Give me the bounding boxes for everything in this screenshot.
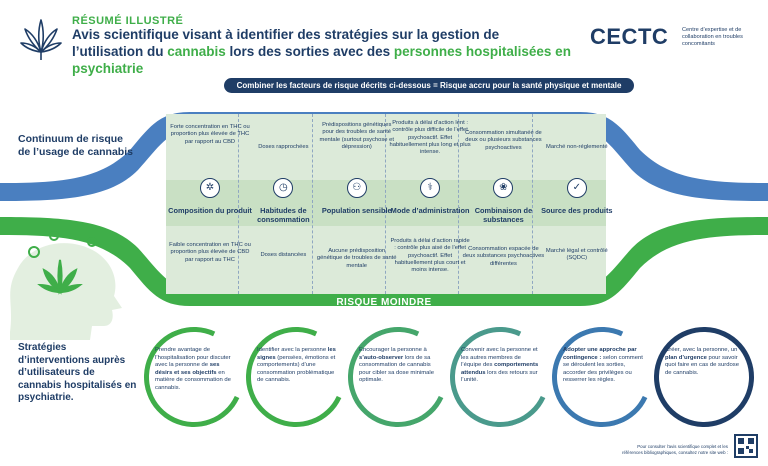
strategy-text-bold: s’auto-observer — [359, 354, 404, 361]
column-habits: Doses rapprochées ◷ Habitudes de consomm… — [239, 114, 313, 294]
clock-icon: ◷ — [273, 178, 294, 198]
column-title: Population sensible — [321, 206, 392, 215]
strategy-text-pre: Encourager la personne à — [359, 347, 427, 353]
strategy-text-post: lors de sa consommation de cannabis pour… — [359, 354, 434, 384]
strategy-text-bold: ses désirs et ses objectifs — [155, 362, 220, 376]
cannabis-leaf-icon — [20, 19, 62, 60]
title-part-1: Avis scientifique visant à identifier de… — [72, 27, 500, 59]
risk-high-label: RISQUE ACCRU — [342, 98, 426, 109]
strategy-text-pre: Créer, avec la personne, un — [665, 347, 738, 353]
column-title: Source des produits — [541, 206, 613, 215]
strategy-text-bold: comportements attendus — [461, 362, 539, 376]
column-high-risk-text: Forte concentration en THC ou proportion… — [170, 124, 250, 145]
strategy-text-post: selon comment se déroulent les sorties, … — [563, 354, 643, 384]
title-part-2: lors des sorties avec des — [225, 44, 394, 59]
column-low-risk-text: Produits à délai d’action rapide : contr… — [390, 238, 470, 274]
column-low-risk-text: Doses distancées — [260, 252, 307, 258]
column-combination: Consommation simultanée de deux ou plusi… — [459, 114, 544, 294]
column-high-risk-text: Doses rapprochées — [258, 144, 309, 150]
brand-logo: CECTC — [590, 24, 669, 49]
risk-low-label: RISQUE MOINDRE — [336, 297, 432, 308]
strategy-text-pre: Prendre avantage de l’hospitalisation po… — [155, 347, 231, 369]
strategy-text: Convenir avec la personne et les autres … — [461, 347, 541, 385]
column-title: Habitudes de consommation — [257, 206, 310, 224]
column-population: Prédispositions génétiques pour des trou… — [313, 114, 397, 294]
strategy-text: Identifier avec la personne les signes (… — [257, 347, 337, 385]
strategy-text-bold: Adopter une approche par contingence : — [563, 347, 637, 361]
column-source: Marché non-réglementé ✓ Source des produ… — [533, 114, 612, 294]
certified-icon: ✓ — [566, 178, 587, 198]
qr-code-icon[interactable] — [734, 434, 758, 458]
strategies-label: Stratégies d’interventions auprès d’util… — [18, 342, 137, 403]
column-title: Combinaison de substances — [474, 206, 533, 224]
strategy-text-pre: Convenir avec la personne et les autres … — [461, 347, 538, 369]
page-title: Avis scientifique visant à identifier de… — [72, 26, 572, 77]
strategy-text-bold: les signes — [257, 347, 336, 361]
strategy-text: Adopter une approche par contingence : s… — [563, 347, 643, 385]
column-high-risk-text: Prédispositions génétiques pour des trou… — [319, 122, 394, 150]
footer-note: Pour consulter l’avis scientifique compl… — [622, 444, 728, 455]
strategy-circle-6: Créer, avec la personne, un plan d’urgen… — [639, 312, 768, 442]
head-illustration — [10, 231, 122, 340]
strategy-circle-2: Identifier avec la personne les signes (… — [231, 312, 361, 442]
strategy-circle-1: Prendre avantage de l’hospitalisation po… — [129, 312, 259, 442]
column-composition: Forte concentration en THC ou proportion… — [166, 114, 252, 294]
column-low-risk-text: Aucune prédisposition génétique de troub… — [316, 248, 397, 269]
strategy-text-post: en matière de consommation de cannabis. — [155, 369, 231, 391]
administration-icon: ⚕ — [420, 178, 441, 198]
column-title: Mode d’administration — [390, 206, 470, 215]
column-low-risk-text: Faible concentration en THC ou proportio… — [169, 242, 251, 263]
column-low-risk-text: Marché légal et contrôlé (SQDC) — [545, 248, 608, 262]
title-highlight-people: personnes hospitalisées en psychiatrie — [72, 44, 571, 76]
strategy-text-bold: plan d’urgence — [665, 354, 707, 361]
strategy-text: Prendre avantage de l’hospitalisation po… — [155, 347, 235, 393]
kicker: RÉSUMÉ ILLUSTRÉ — [72, 15, 184, 27]
strategy-text-post: pour savoir quoi faire en cas de surdose… — [665, 354, 740, 376]
risk-factor-columns: Forte concentration en THC ou proportion… — [166, 114, 613, 294]
people-icon: ⚇ — [346, 178, 367, 198]
column-administration: Produits à délai d’action lent : contrôl… — [386, 114, 471, 294]
strategy-text-post: (pensées, émotions et comportements) d’u… — [257, 354, 336, 384]
continuum-label: Continuum de risque de l’usage de cannab… — [18, 133, 133, 158]
title-highlight-cannabis: cannabis — [167, 44, 226, 59]
strategy-circle-3: Encourager la personne à s’auto-observer… — [333, 312, 463, 442]
strategy-text-pre: Identifier avec la personne — [257, 347, 328, 353]
header: RÉSUMÉ ILLUSTRÉ Avis scientifique visant… — [0, 0, 768, 76]
strategy-text: Créer, avec la personne, un plan d’urgen… — [665, 347, 745, 377]
combine-banner: Combiner les facteurs de risque décrits … — [224, 78, 634, 93]
molecule-icon: ✲ — [200, 178, 220, 198]
column-high-risk-text: Marché non-réglementé — [546, 144, 608, 150]
strategy-circle-4: Convenir avec la personne et les autres … — [435, 312, 565, 442]
column-high-risk-text: Produits à délai d’action lent : contrôl… — [389, 120, 471, 156]
brand-subtitle: Centre d’expertise et de collaboration e… — [682, 27, 743, 47]
strategy-circle-5: Adopter une approche par contingence : s… — [537, 312, 667, 442]
strategy-text: Encourager la personne à s’auto-observer… — [359, 347, 439, 385]
column-title: Composition du produit — [168, 206, 252, 215]
column-low-risk-text: Consommation espacée de deux substances … — [462, 246, 545, 267]
combination-icon: ❀ — [493, 178, 514, 198]
strategy-text-post: lors des retours sur l’unité. — [461, 369, 538, 384]
column-high-risk-text: Consommation simultanée de deux ou plusi… — [465, 130, 542, 151]
